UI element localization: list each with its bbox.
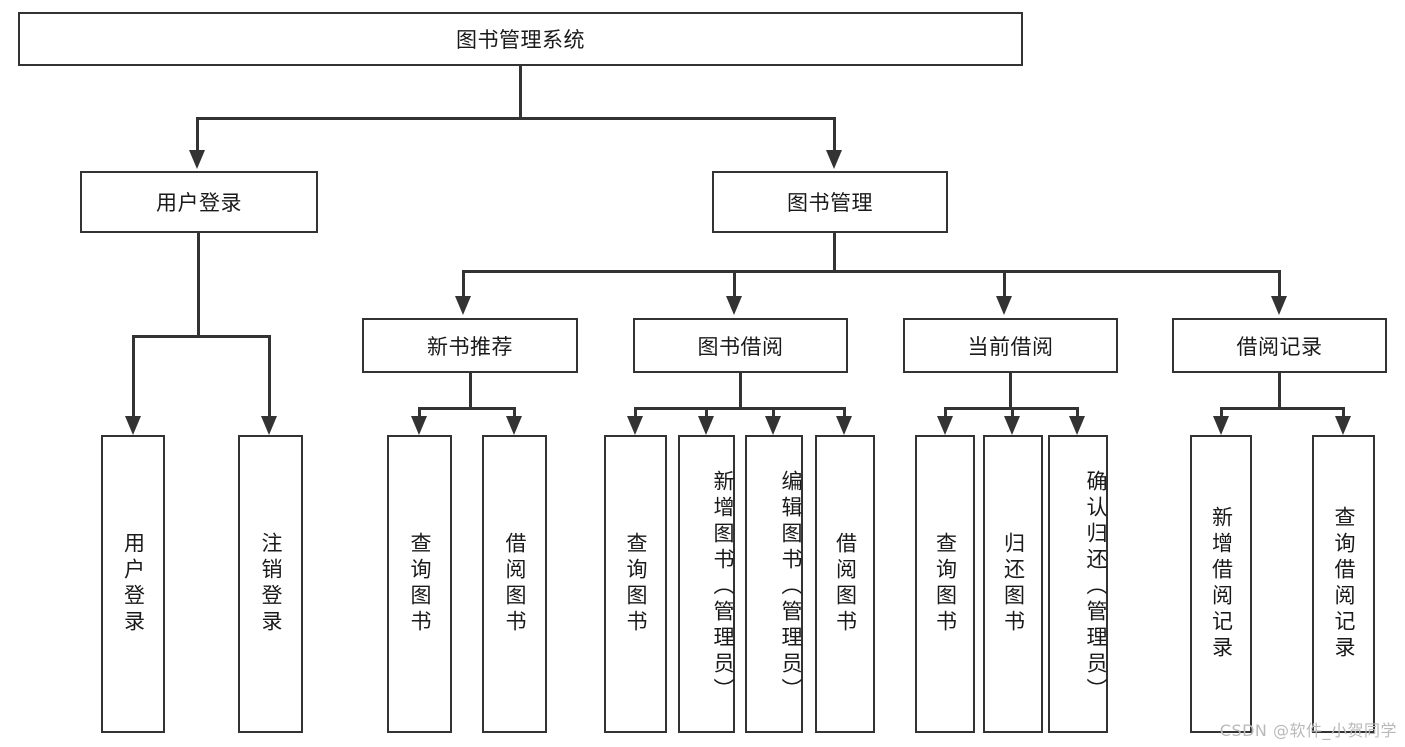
node-label: 新增借阅记录 xyxy=(1209,506,1234,662)
node-label: 用户登录 xyxy=(121,532,146,636)
edge-current-borrow-drop-2 xyxy=(1011,407,1014,417)
arrowhead-leaf-user-login xyxy=(125,416,141,435)
edge-to-book-borrow xyxy=(733,270,736,297)
arrowhead-new-book-recommend xyxy=(455,296,471,315)
edge-current-borrow-drop-3 xyxy=(1076,407,1079,417)
edge-level2-bus xyxy=(196,117,836,120)
edge-borrow-record-bus xyxy=(1220,407,1344,410)
node-label: 确认归还（管理员） xyxy=(1084,470,1108,704)
edge-borrow-record-stem xyxy=(1278,373,1281,409)
node-leaf-return-book[interactable]: 归还图书 xyxy=(983,435,1043,733)
edge-current-borrow-drop-1 xyxy=(944,407,947,417)
arrowhead-book-borrow xyxy=(726,296,742,315)
node-borrow-record[interactable]: 借阅记录 xyxy=(1172,318,1387,373)
node-book-management[interactable]: 图书管理 xyxy=(712,171,948,233)
node-label: 查询图书 xyxy=(933,532,958,636)
arrowhead-leaf-query-record xyxy=(1335,416,1351,435)
edge-user-login-bus xyxy=(132,335,270,338)
node-new-book-recommend[interactable]: 新书推荐 xyxy=(362,318,578,373)
node-leaf-edit-book[interactable]: 编辑图书（管理员） xyxy=(745,435,803,733)
node-label: 图书管理 xyxy=(787,191,873,215)
node-label: 编辑图书（管理员） xyxy=(779,470,803,704)
edge-new-book-bus xyxy=(418,407,516,410)
node-label: 图书借阅 xyxy=(697,334,784,359)
edge-new-book-drop-2 xyxy=(513,407,516,417)
arrowhead-leaf-query-book-2 xyxy=(627,416,643,435)
node-label: 借阅图书 xyxy=(503,532,527,636)
edge-user-login-drop-1 xyxy=(132,335,135,417)
node-label: 借阅记录 xyxy=(1236,334,1323,359)
edge-borrow-record-drop-2 xyxy=(1342,407,1345,417)
node-leaf-add-record[interactable]: 新增借阅记录 xyxy=(1190,435,1252,733)
node-leaf-query-book-1[interactable]: 查询图书 xyxy=(387,435,452,733)
arrowhead-leaf-confirm-return xyxy=(1069,416,1085,435)
edge-book-management-stem xyxy=(833,233,836,272)
node-label: 图书管理系统 xyxy=(456,28,585,52)
arrowhead-leaf-add-book xyxy=(698,416,714,435)
node-leaf-query-book-3[interactable]: 查询图书 xyxy=(915,435,975,733)
edge-book-borrow-stem xyxy=(739,373,742,409)
node-label: 新增图书（管理员） xyxy=(711,470,735,704)
arrowhead-leaf-edit-book xyxy=(765,416,781,435)
node-leaf-logout[interactable]: 注销登录 xyxy=(238,435,303,733)
node-leaf-user-login[interactable]: 用户登录 xyxy=(101,435,165,733)
edge-book-borrow-drop-2 xyxy=(705,407,708,417)
edge-to-user-login xyxy=(196,117,199,151)
edge-new-book-drop-1 xyxy=(418,407,421,417)
arrowhead-borrow-record xyxy=(1271,296,1287,315)
edge-book-borrow-drop-4 xyxy=(843,407,846,417)
edge-level3-bus xyxy=(462,270,1281,273)
arrowhead-leaf-logout xyxy=(261,416,277,435)
arrowhead-leaf-borrow-book-2 xyxy=(836,416,852,435)
edge-book-borrow-bus xyxy=(634,407,846,410)
edge-to-book-management xyxy=(833,117,836,151)
edge-to-current-borrow xyxy=(1003,270,1006,297)
arrowhead-leaf-query-book-1 xyxy=(411,416,427,435)
edge-new-book-stem xyxy=(469,373,472,409)
node-label: 查询借阅记录 xyxy=(1332,506,1356,662)
node-label: 当前借阅 xyxy=(967,334,1054,359)
node-leaf-add-book[interactable]: 新增图书（管理员） xyxy=(678,435,735,733)
node-label: 借阅图书 xyxy=(833,532,858,636)
node-book-management-system[interactable]: 图书管理系统 xyxy=(18,12,1023,66)
arrowhead-leaf-borrow-book-1 xyxy=(506,416,522,435)
edge-user-login-stem xyxy=(197,233,200,337)
node-label: 归还图书 xyxy=(1001,532,1026,636)
edge-book-borrow-drop-3 xyxy=(772,407,775,417)
edge-to-borrow-record xyxy=(1278,270,1281,297)
node-label: 新书推荐 xyxy=(427,334,513,359)
node-label: 查询图书 xyxy=(408,532,432,636)
node-user-login[interactable]: 用户登录 xyxy=(80,171,318,233)
node-current-borrow[interactable]: 当前借阅 xyxy=(903,318,1118,373)
node-leaf-confirm-return[interactable]: 确认归还（管理员） xyxy=(1048,435,1108,733)
arrowhead-user-login xyxy=(189,150,205,169)
node-leaf-query-record[interactable]: 查询借阅记录 xyxy=(1312,435,1375,733)
edge-root-stem xyxy=(519,66,522,118)
node-leaf-query-book-2[interactable]: 查询图书 xyxy=(604,435,667,733)
node-label: 查询图书 xyxy=(624,532,648,636)
node-label: 注销登录 xyxy=(259,532,283,636)
edge-current-borrow-bus xyxy=(944,407,1077,410)
arrowhead-leaf-return-book xyxy=(1004,416,1020,435)
edge-current-borrow-stem xyxy=(1009,373,1012,409)
edge-borrow-record-drop-1 xyxy=(1220,407,1223,417)
edge-to-new-book-recommend xyxy=(462,270,465,297)
arrowhead-book-management xyxy=(826,150,842,169)
node-label: 用户登录 xyxy=(156,191,242,215)
node-leaf-borrow-book-2[interactable]: 借阅图书 xyxy=(815,435,875,733)
edge-user-login-drop-2 xyxy=(268,335,271,417)
node-leaf-borrow-book-1[interactable]: 借阅图书 xyxy=(482,435,547,733)
arrowhead-leaf-add-record xyxy=(1213,416,1229,435)
csdn-watermark: CSDN @软件_小贺同学 xyxy=(1219,721,1397,740)
arrowhead-current-borrow xyxy=(996,296,1012,315)
arrowhead-leaf-query-book-3 xyxy=(937,416,953,435)
edge-book-borrow-drop-1 xyxy=(634,407,637,417)
node-book-borrow[interactable]: 图书借阅 xyxy=(633,318,848,373)
